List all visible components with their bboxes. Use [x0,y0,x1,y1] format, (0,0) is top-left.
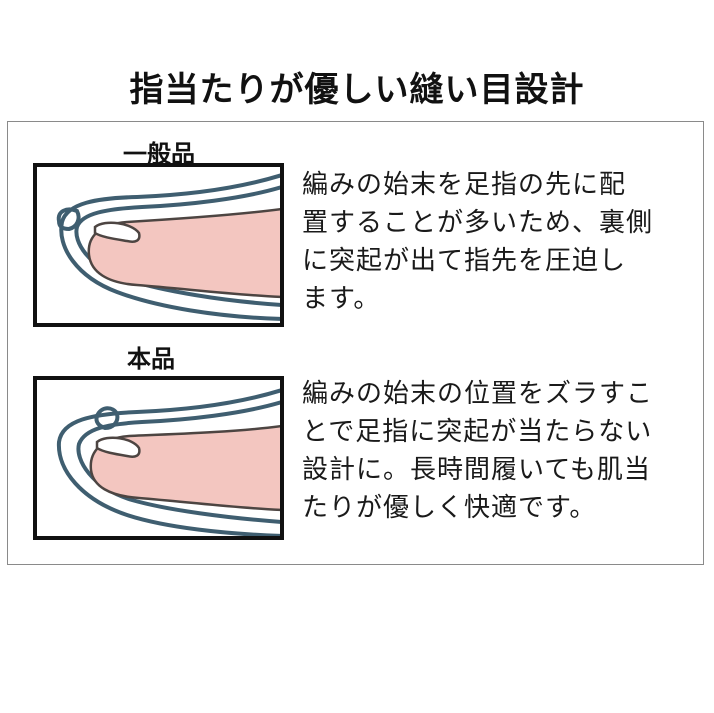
description-line: 編みの始末の位置をズラすこ [302,379,654,409]
sock-outline-inner [74,185,280,307]
our-product-label: 本品 [127,345,175,373]
description-line: 置することが多いため、裏側 [302,208,654,238]
description-line: 編みの始末を足指の先に配 [302,170,627,200]
our-product-description: 編みの始末の位置をズラすこ とで足指に突起が当たらない 設計に。長時間履いても肌… [302,375,694,527]
seam-knot [56,207,81,232]
toenail [95,436,141,458]
sock-outline-outer [59,173,280,321]
sock-outline-outer [56,388,280,536]
description-line: 設計に。長時間履いても肌当 [302,455,651,485]
toe-with-seam-shifted-icon [56,388,280,536]
description-line: に突起が出て指先を圧迫し [302,246,627,276]
page-title: 指当たりが優しい縫い目設計 [129,70,585,110]
seam-knot [94,406,120,431]
toenail [93,221,141,243]
toe-with-seam-on-tip-icon [56,173,280,321]
general-product-illustration [33,163,284,327]
our-product-illustration [33,376,284,540]
description-line: ます。 [302,284,381,314]
description-line: とで足指に突起が当たらない [302,417,653,447]
general-product-description: 編みの始末を足指の先に配 置することが多いため、裏側 に突起が出て指先を圧迫し … [302,166,694,318]
sock-outline-inner [76,400,280,524]
description-line: たりが優しく快適です。 [302,493,597,523]
